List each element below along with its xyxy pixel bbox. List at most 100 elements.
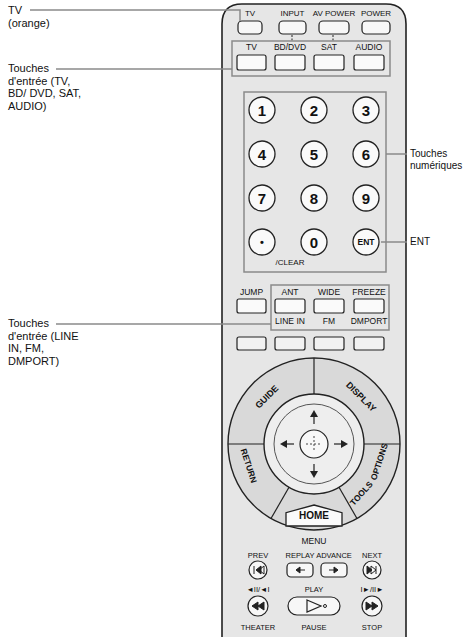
number-key: 3 bbox=[352, 96, 380, 124]
transport-buttons bbox=[249, 561, 267, 579]
key-outline bbox=[249, 185, 275, 211]
top-buttons bbox=[238, 21, 390, 34]
navigation-ring bbox=[313, 417, 314, 424]
highlight-box bbox=[244, 92, 386, 272]
button-label: BD/DVD bbox=[274, 43, 306, 53]
leader-line bbox=[381, 241, 407, 243]
highlight-box bbox=[232, 41, 390, 330]
leader-line bbox=[30, 10, 407, 324]
link-dash bbox=[333, 35, 334, 41]
transport-icons bbox=[329, 570, 334, 571]
key-outline bbox=[353, 229, 379, 255]
transport-icons bbox=[258, 602, 264, 610]
button-label: TOOLS bbox=[349, 480, 376, 508]
number-key: 8 bbox=[300, 184, 328, 212]
navigation-ring bbox=[300, 430, 328, 458]
button-label: FREEZE bbox=[352, 288, 386, 298]
color-buttons bbox=[237, 337, 266, 350]
transport-icons bbox=[324, 605, 327, 608]
transport-buttons bbox=[248, 596, 268, 616]
leader-line bbox=[56, 323, 271, 325]
key-label: 1 bbox=[258, 103, 266, 118]
navigation-ring bbox=[228, 358, 400, 519]
button-label: REPLAY bbox=[285, 552, 314, 561]
color-buttons bbox=[354, 337, 384, 350]
button-label: MENU bbox=[301, 537, 326, 547]
button-label: INPUT bbox=[281, 9, 305, 18]
number-key: 9 bbox=[352, 184, 380, 212]
key-label: 4 bbox=[258, 147, 266, 162]
callout-text: Touches d'entrée (TV, BD/ DVD, SAT, AUDI… bbox=[8, 62, 82, 113]
button-label: AUDIO bbox=[356, 43, 383, 53]
button-label: PREV bbox=[248, 552, 268, 561]
navigation-ring bbox=[310, 471, 318, 478]
key-outline bbox=[353, 97, 379, 123]
button-label: PLAY bbox=[305, 586, 324, 595]
navigation-ring bbox=[306, 436, 322, 452]
leader-line bbox=[56, 68, 232, 70]
navigation-ring bbox=[341, 440, 348, 448]
transport-icons bbox=[252, 566, 378, 612]
transport-buttons bbox=[362, 596, 382, 616]
remote-body bbox=[222, 4, 406, 637]
key-outline bbox=[301, 97, 327, 123]
button-label: POWER bbox=[361, 9, 391, 18]
input-buttons bbox=[314, 55, 344, 70]
transport-icons bbox=[254, 566, 255, 574]
link-dash bbox=[292, 35, 333, 41]
key-outline bbox=[353, 185, 379, 211]
button-label: JUMP bbox=[240, 288, 263, 298]
home-button: HOME bbox=[285, 505, 343, 527]
navigation-ring bbox=[280, 410, 348, 478]
key-label: 6 bbox=[362, 147, 370, 162]
transport-buttons bbox=[363, 561, 381, 579]
button-label: GUIDE bbox=[253, 383, 280, 410]
navigation-ring bbox=[314, 436, 315, 452]
color-buttons bbox=[237, 337, 384, 350]
navigation-ring bbox=[313, 464, 314, 471]
button-label: DMPORT bbox=[351, 317, 388, 327]
button-label: AV POWER bbox=[313, 9, 356, 18]
key-outline bbox=[301, 229, 327, 255]
navigation-ring bbox=[228, 358, 400, 530]
top-buttons bbox=[238, 21, 262, 34]
callout-text: Touches d'entrée (LINE IN, FM, DMPORT) bbox=[8, 317, 82, 368]
navigation-ring bbox=[274, 404, 354, 484]
button-label: DISPLAY bbox=[344, 380, 378, 414]
navigation-ring bbox=[313, 358, 314, 394]
key-label: • bbox=[260, 237, 264, 248]
remote-body bbox=[222, 4, 406, 637]
navigation-ring bbox=[280, 440, 287, 448]
function-buttons bbox=[237, 299, 266, 313]
button-label: THEATER bbox=[241, 624, 275, 633]
key-outline bbox=[353, 141, 379, 167]
top-buttons bbox=[319, 21, 349, 34]
transport-buttons bbox=[288, 597, 340, 615]
transport-icons bbox=[300, 570, 305, 571]
navigation-ring bbox=[228, 358, 400, 530]
transport-icons bbox=[334, 567, 338, 573]
button-label: STOP bbox=[362, 624, 382, 633]
transport-icons bbox=[259, 566, 264, 574]
button-label: TV bbox=[245, 9, 255, 18]
key-outline bbox=[249, 229, 275, 255]
number-key: 1 bbox=[248, 96, 276, 124]
input-buttons bbox=[237, 55, 384, 70]
key-label: 7 bbox=[258, 191, 266, 206]
callout-text: ENT bbox=[410, 236, 430, 248]
navigation-ring bbox=[334, 443, 341, 444]
transport-icons bbox=[296, 567, 300, 573]
leader-line bbox=[386, 153, 407, 155]
link-dash bbox=[292, 35, 293, 41]
button-label: ◄II/◄I bbox=[246, 586, 269, 595]
number-key: 7 bbox=[248, 184, 276, 212]
color-buttons bbox=[275, 337, 305, 350]
button-label: PAUSE bbox=[302, 624, 327, 633]
key-label: HOME bbox=[299, 511, 329, 521]
key-outline bbox=[301, 141, 327, 167]
leader-line bbox=[30, 10, 240, 21]
number-key: 0 bbox=[300, 228, 328, 256]
number-key: • bbox=[248, 228, 276, 256]
button-label: RETURN bbox=[238, 448, 258, 485]
function-buttons bbox=[314, 299, 344, 313]
